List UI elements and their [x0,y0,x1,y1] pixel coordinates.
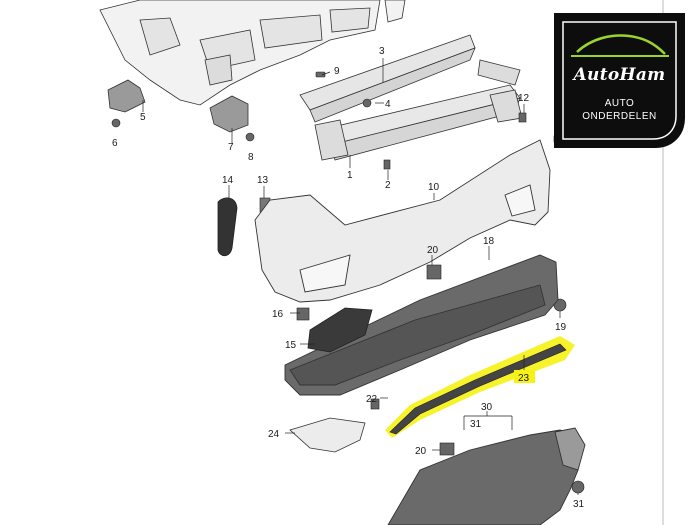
part-3-crossmember [299,34,521,123]
label-part-24: 24 [268,429,280,440]
body-rear-panel [99,0,406,106]
part-5-bracket [107,79,146,113]
part-14-reflector [217,197,238,257]
label-part-13: 13 [257,175,269,186]
logo-line-2: ONDERDELEN [582,111,657,122]
car-silhouette-icon [576,34,666,55]
part-15-grille [307,307,373,353]
part-23-label-highlight [514,370,535,383]
label-part-15: 15 [285,340,297,351]
label-part-4: 4 [385,99,391,110]
part-1-reinforcement [314,84,523,161]
part-labels: 3 9 4 5 6 7 8 1 2 10 12 13 14 15 16 18 1… [112,46,585,510]
part-18-diffuser [284,254,559,396]
label-part-9: 9 [334,66,340,77]
logo-line-1: AUTO [604,98,635,109]
logo-badge-shape [554,13,685,148]
label-part-20-upper: 20 [427,245,439,256]
autoham-logo: AutoHam AUTO ONDERDELEN [547,10,692,155]
label-part-31-lower: 31 [573,499,585,510]
label-part-23: 23 [518,373,530,384]
label-part-10: 10 [428,182,440,193]
label-part-30: 30 [481,402,493,413]
part-30-lower-bumper [387,427,586,525]
part-7-bracket [209,95,249,133]
label-part-1: 1 [347,170,353,181]
part-24-trim [289,417,366,453]
logo-brand: AutoHam [573,65,666,85]
label-part-5: 5 [140,112,146,123]
fasteners [111,71,585,494]
label-part-3: 3 [379,46,385,57]
label-part-8: 8 [248,152,254,163]
label-part-16: 16 [272,309,284,320]
label-part-14: 14 [222,175,234,186]
label-part-19: 19 [555,322,567,333]
part-23-trim-strip [385,336,575,438]
label-part-2: 2 [385,180,391,191]
label-part-12: 12 [518,93,530,104]
label-part-22: 22 [366,394,378,405]
label-part-18: 18 [483,236,495,247]
label-part-20-lower: 20 [415,446,427,457]
label-part-7: 7 [228,142,234,153]
part-10-bumper-cover [254,139,551,303]
label-part-31-upper: 31 [470,419,482,430]
label-part-6: 6 [112,138,118,149]
